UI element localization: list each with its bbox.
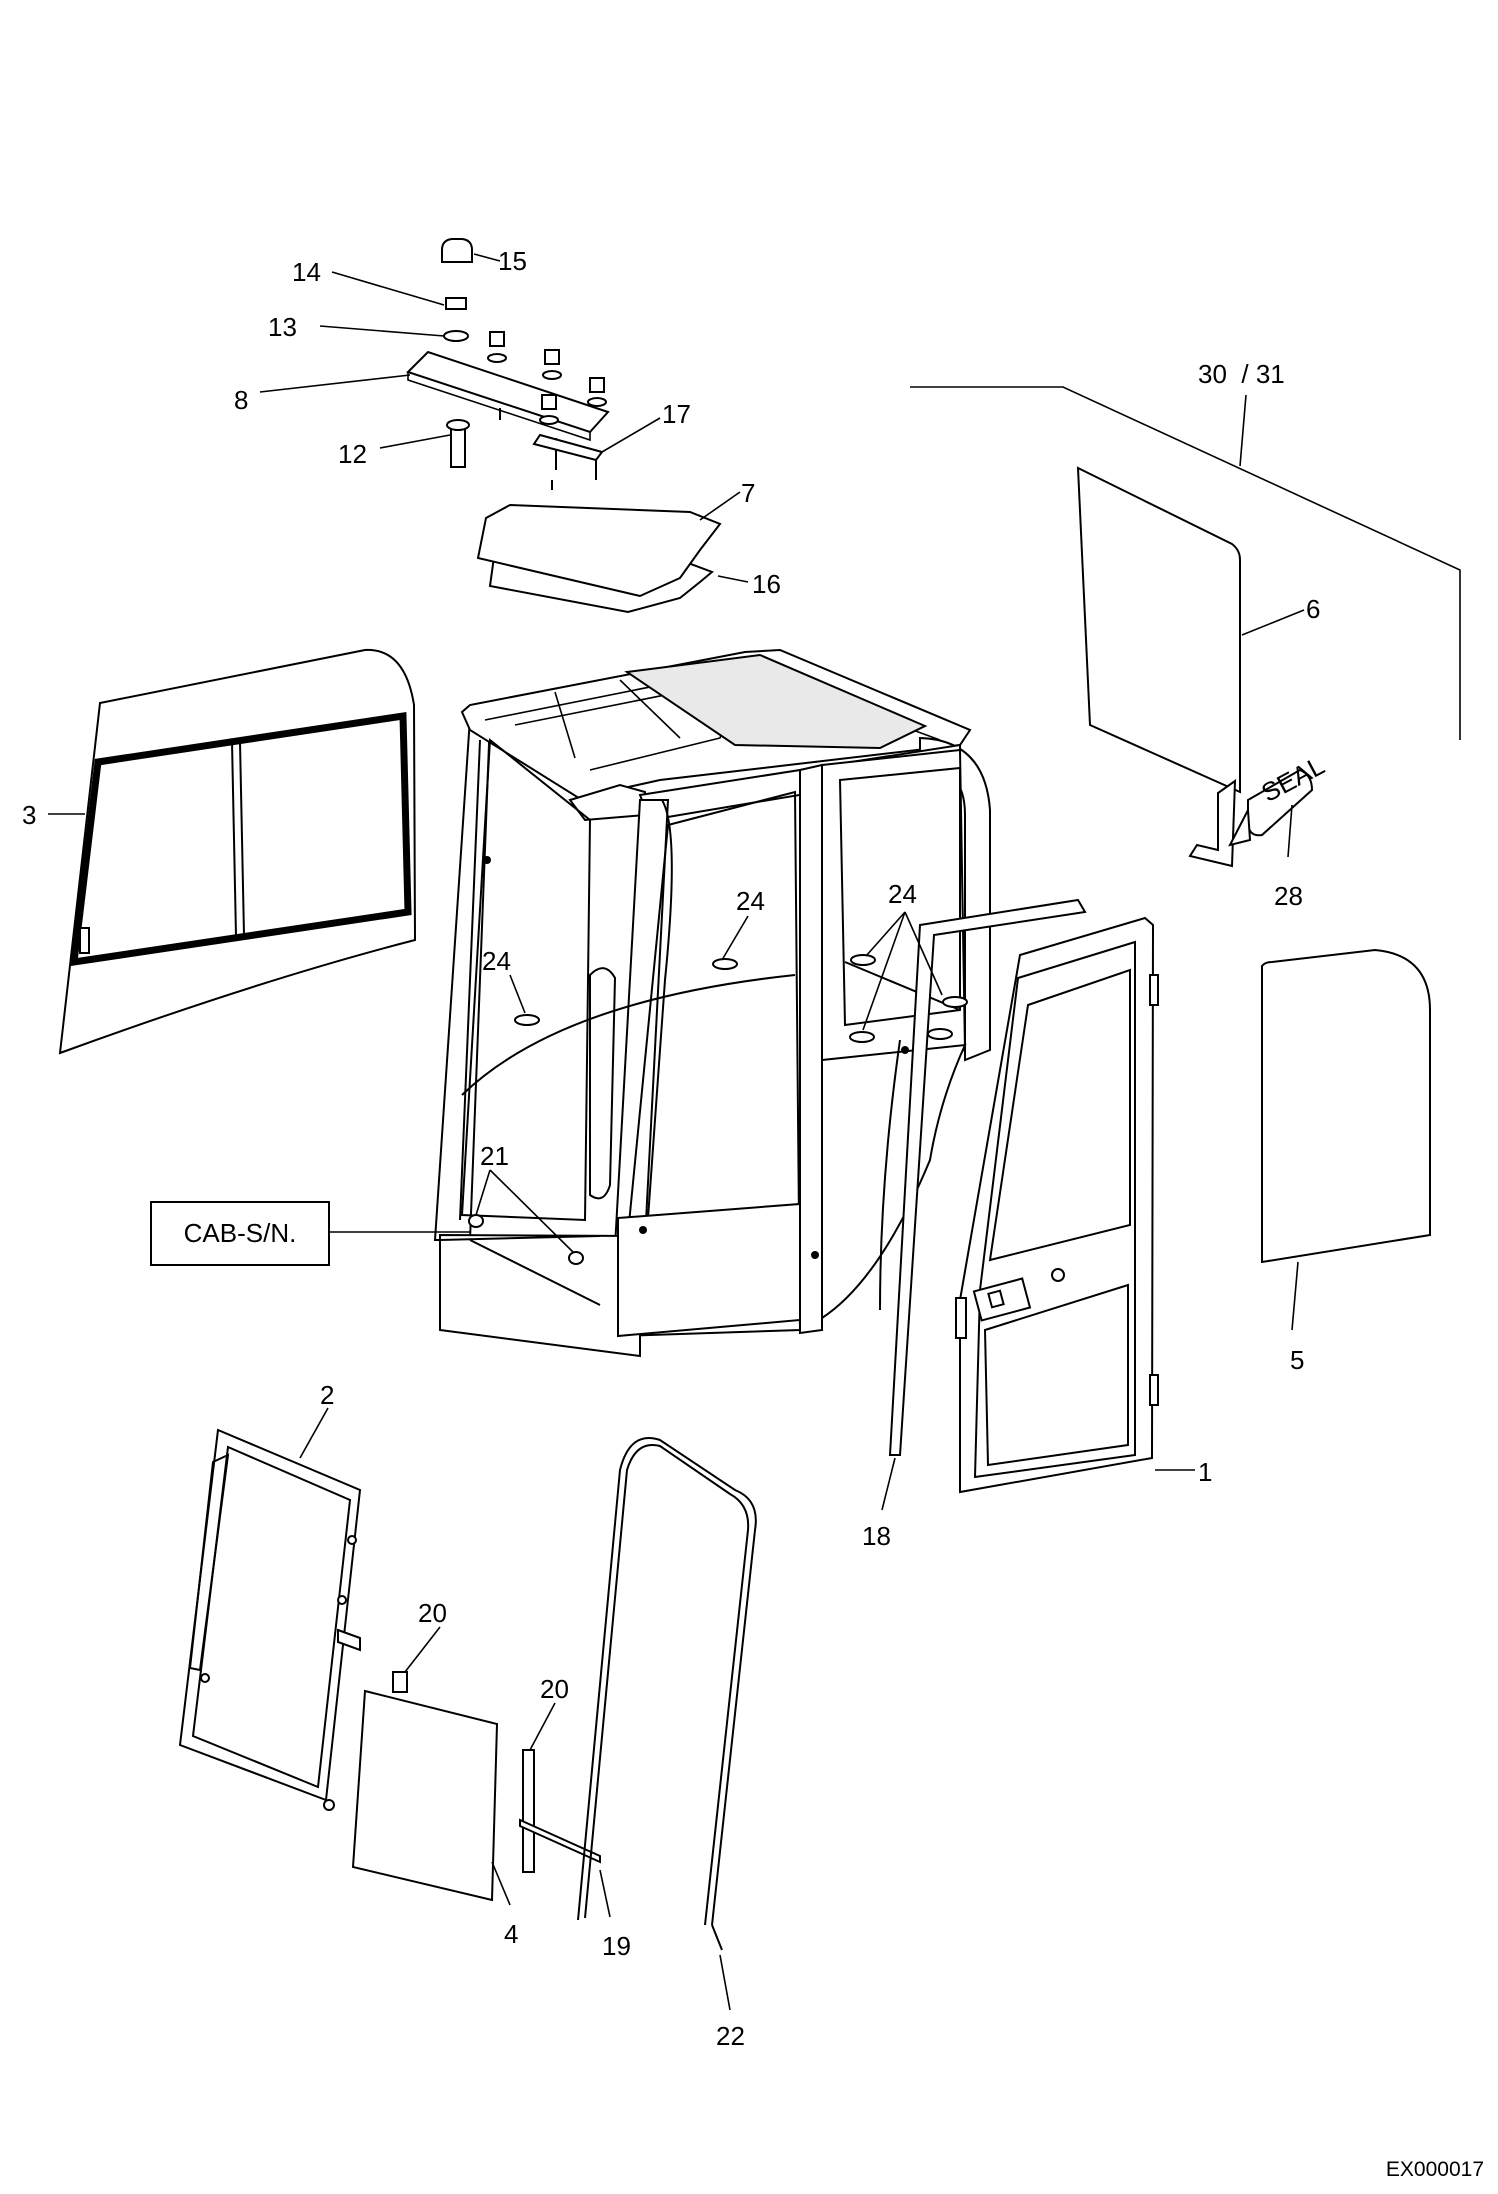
callout-22: 22 bbox=[716, 2021, 745, 2051]
callout-8: 8 bbox=[234, 385, 248, 415]
cab-door-assembly bbox=[955, 916, 1159, 1494]
callout-20-left: 20 bbox=[418, 1598, 447, 1628]
front-window-frame-2 bbox=[178, 1428, 362, 1811]
callout-30-31: 30 / 31 bbox=[1198, 359, 1285, 389]
cab-serial-number-box: CAB-S/N. bbox=[150, 1201, 330, 1266]
left-side-window-frame bbox=[58, 648, 417, 1055]
callout-5: 5 bbox=[1290, 1345, 1304, 1375]
callout-28: 28 bbox=[1274, 881, 1303, 911]
callout-15: 15 bbox=[498, 246, 527, 276]
door-glass-seal-18 bbox=[888, 898, 1087, 1456]
callout-1: 1 bbox=[1198, 1457, 1212, 1487]
document-id: EX000017 bbox=[1385, 2158, 1484, 2181]
roof-glass-with-seal bbox=[476, 503, 722, 614]
callout-13: 13 bbox=[268, 312, 297, 342]
roof-hardware-assembly bbox=[406, 238, 610, 490]
callout-21: 21 bbox=[480, 1141, 509, 1171]
callout-24-left: 24 bbox=[482, 946, 511, 976]
callout-20-right: 20 bbox=[540, 1674, 569, 1704]
callout-17: 17 bbox=[662, 399, 691, 429]
lower-glass-panel-4 bbox=[351, 1671, 601, 1902]
leader-lines bbox=[48, 253, 1461, 2011]
callout-4: 4 bbox=[504, 1919, 518, 1949]
callout-7: 7 bbox=[741, 478, 755, 508]
callout-18: 18 bbox=[862, 1521, 891, 1551]
callout-2: 2 bbox=[320, 1380, 334, 1410]
callout-24-center: 24 bbox=[736, 886, 765, 916]
serial-box-label: CAB-S/N. bbox=[184, 1218, 297, 1248]
callout-labels: 15 14 13 8 17 12 7 16 30 / 31 6 3 24 24 … bbox=[22, 246, 1320, 2051]
callout-6: 6 bbox=[1306, 594, 1320, 624]
callout-24-right: 24 bbox=[888, 879, 917, 909]
callout-12: 12 bbox=[338, 439, 367, 469]
callout-14: 14 bbox=[292, 257, 321, 287]
callout-16: 16 bbox=[752, 569, 781, 599]
side-glass-panel-6 bbox=[1076, 466, 1241, 794]
seal-tube-28: SEAL bbox=[1188, 750, 1329, 868]
callout-19: 19 bbox=[602, 1931, 631, 1961]
windshield-seal-22 bbox=[577, 1437, 757, 1951]
cab-body bbox=[433, 648, 991, 1358]
side-glass-panel-5 bbox=[1261, 948, 1431, 1264]
callout-3: 3 bbox=[22, 800, 36, 830]
